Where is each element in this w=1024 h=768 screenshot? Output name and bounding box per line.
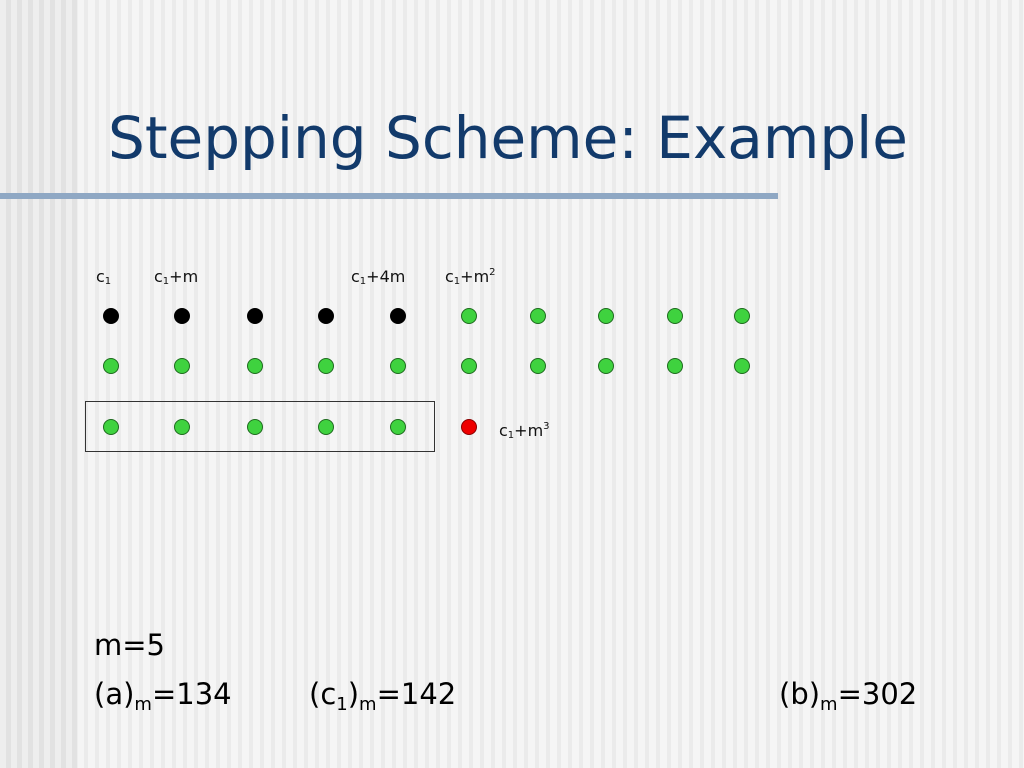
black-dot	[174, 308, 190, 324]
black-dot	[247, 308, 263, 324]
highlight-box	[85, 401, 435, 452]
green-dot	[174, 419, 190, 435]
green-dot	[734, 308, 750, 324]
green-dot	[598, 308, 614, 324]
black-dot	[390, 308, 406, 324]
label-c1-plus-m: c1+m	[154, 267, 199, 287]
red-dot	[461, 419, 477, 435]
green-dot	[103, 419, 119, 435]
green-dot	[103, 358, 119, 374]
green-dot	[318, 419, 334, 435]
green-dot	[667, 308, 683, 324]
formula-m: m=5	[94, 628, 165, 662]
black-dot	[103, 308, 119, 324]
green-dot	[530, 358, 546, 374]
label-c1: c1	[96, 267, 112, 287]
green-dot	[390, 419, 406, 435]
title-underline	[0, 193, 778, 199]
formula-c1-m: (c1)m=142	[309, 677, 457, 715]
label-c1-plus-m3: c1+m3	[499, 421, 550, 441]
green-dot	[174, 358, 190, 374]
formula-b-m: (b)m=302	[779, 677, 918, 715]
green-dot	[461, 358, 477, 374]
green-dot	[390, 358, 406, 374]
green-dot	[247, 419, 263, 435]
green-dot	[734, 358, 750, 374]
green-dot	[461, 308, 477, 324]
formula-a-m: (a)m=134	[94, 677, 232, 715]
green-dot	[530, 308, 546, 324]
green-dot	[247, 358, 263, 374]
green-dot	[318, 358, 334, 374]
green-dot	[598, 358, 614, 374]
black-dot	[318, 308, 334, 324]
label-c1-plus-4m: c1+4m	[351, 267, 406, 287]
green-dot	[667, 358, 683, 374]
slide-title: Stepping Scheme: Example	[108, 104, 908, 172]
background-strip	[0, 0, 78, 768]
label-c1-plus-m2: c1+m2	[445, 267, 496, 287]
